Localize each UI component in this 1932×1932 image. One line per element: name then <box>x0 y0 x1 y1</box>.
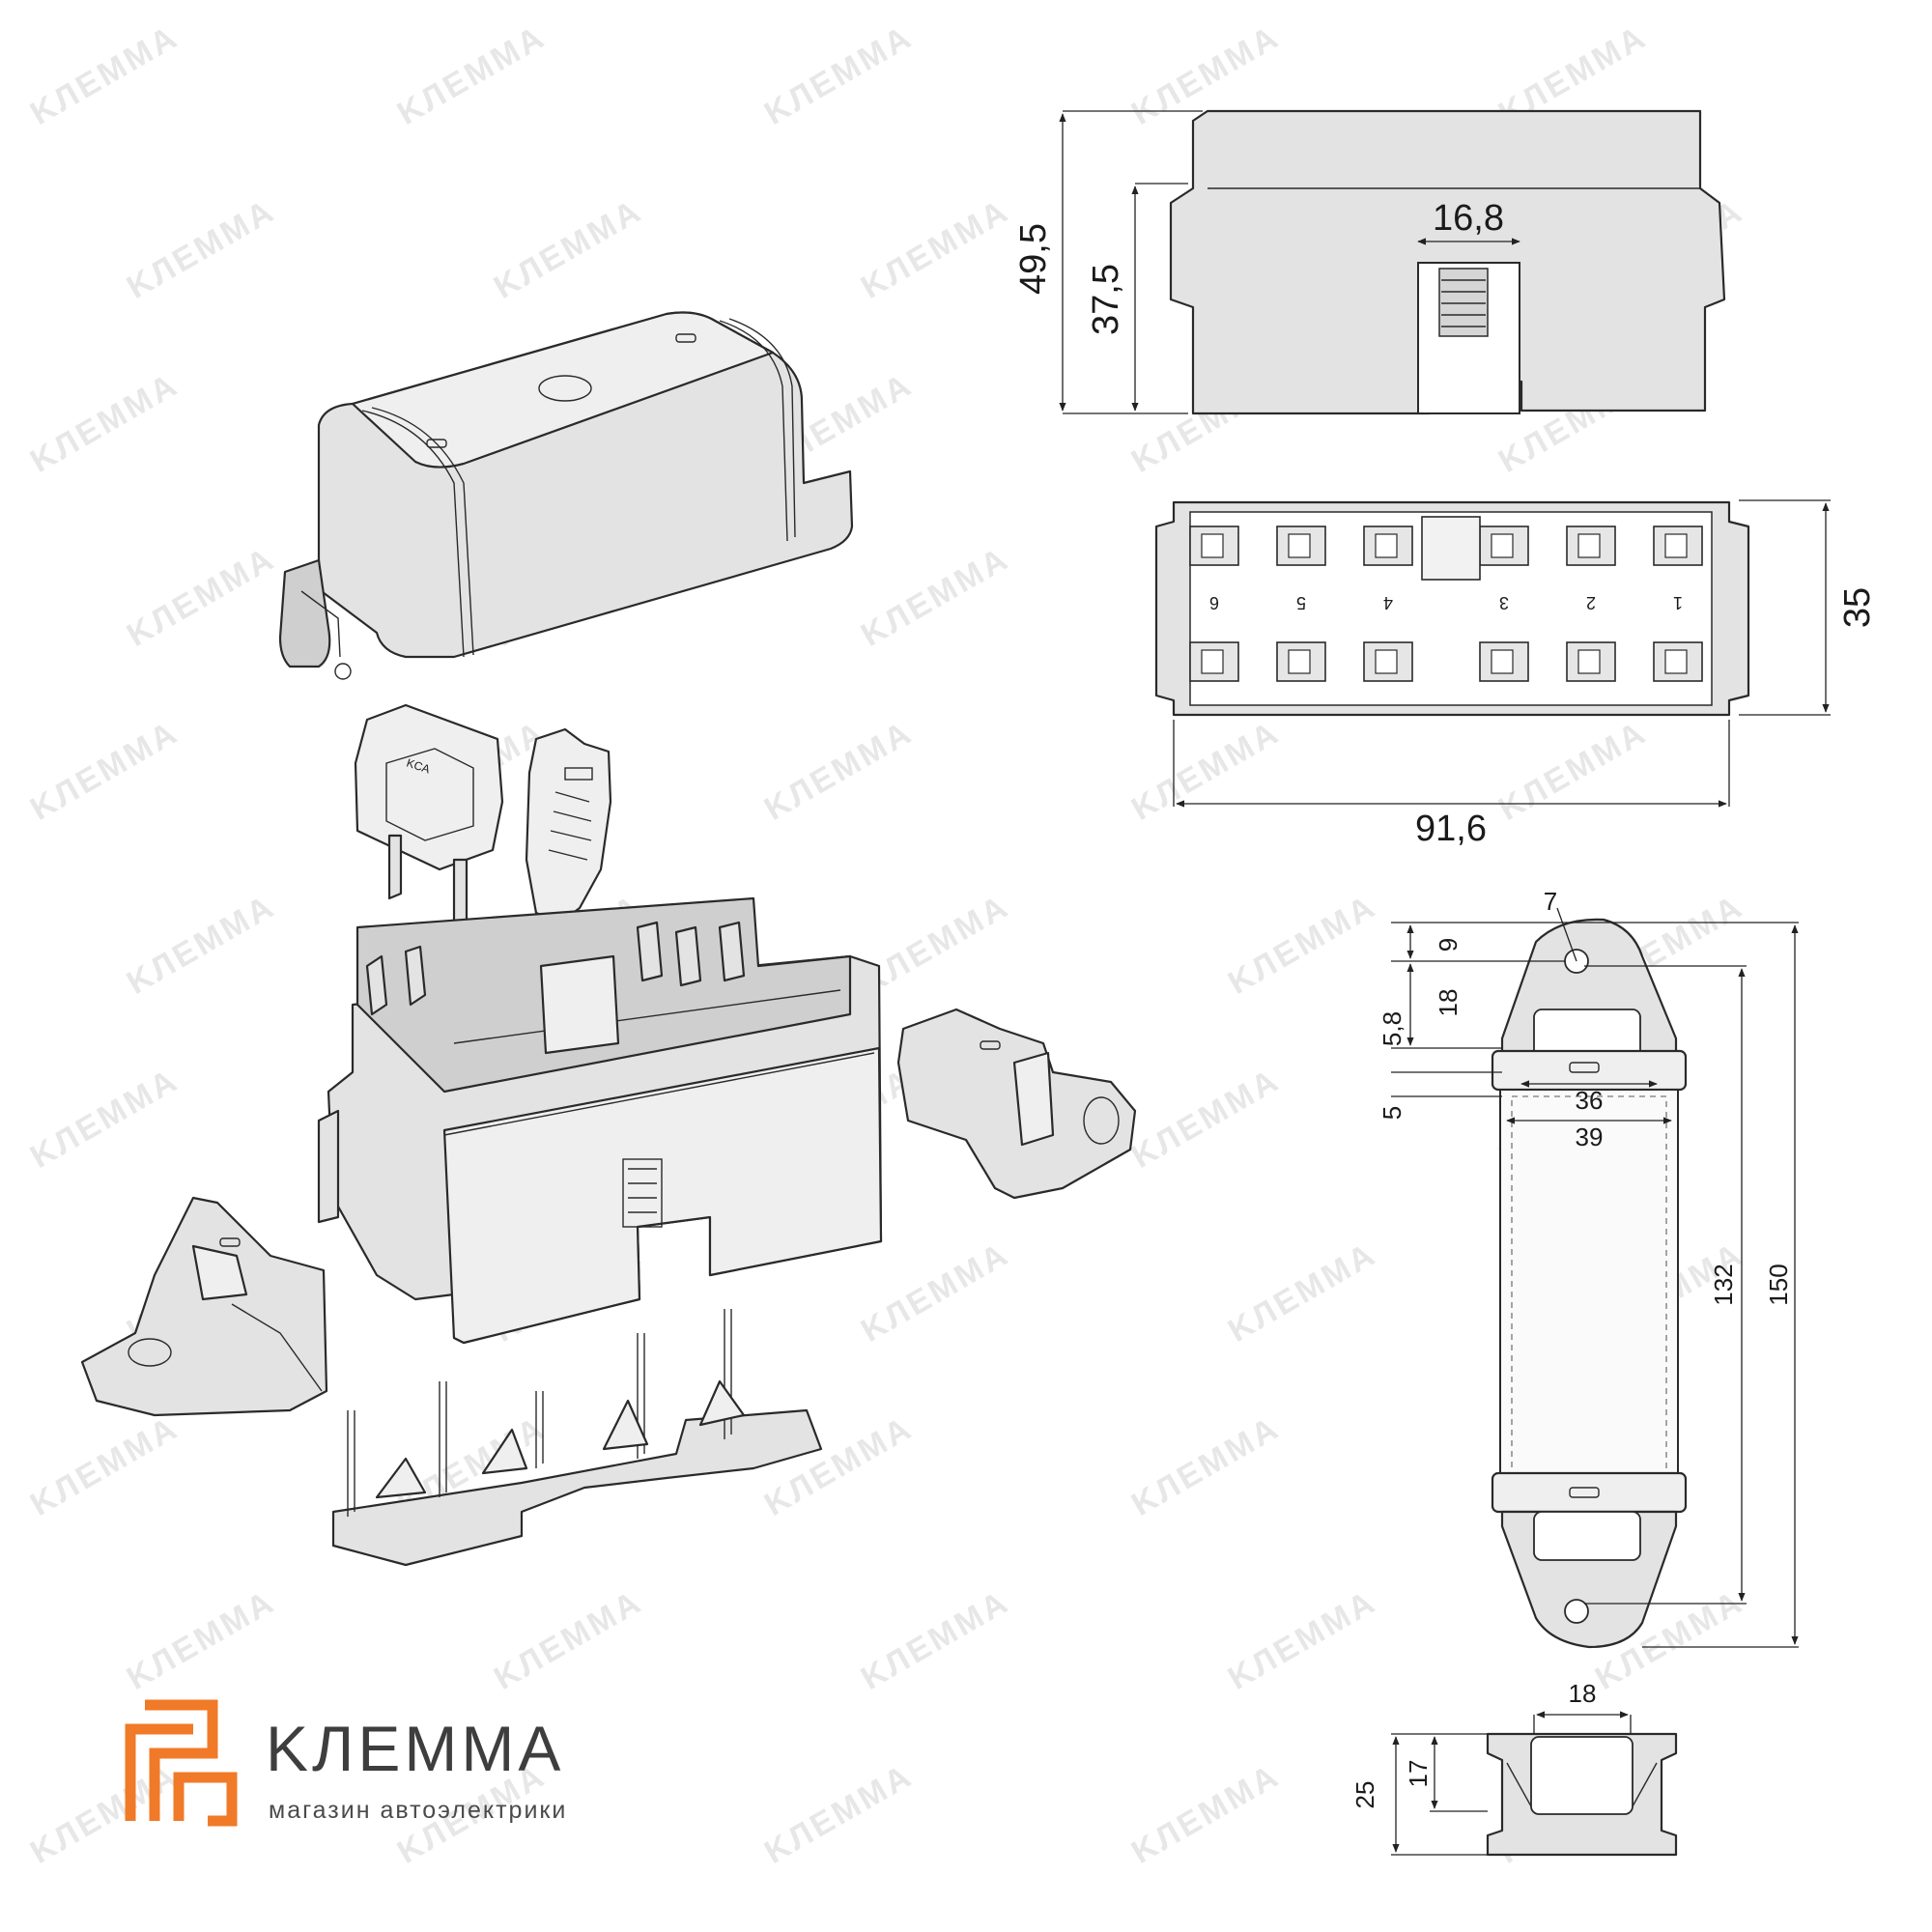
dim-height-body: 37,5 <box>1086 264 1126 335</box>
fuse-slot-contact <box>1375 649 1398 674</box>
watermark-text: KЛЕММА <box>1125 1757 1286 1871</box>
terminal-logo-icon <box>125 1699 238 1827</box>
dim-36: 36 <box>1576 1086 1604 1115</box>
watermark-text: KЛЕММА <box>1125 1062 1286 1176</box>
dim-side-18: 18 <box>1569 1679 1597 1708</box>
dim-9: 9 <box>1434 938 1463 952</box>
fuse-slot-contact <box>1664 533 1688 558</box>
fuse-slot-contact <box>1664 649 1688 674</box>
watermark-text: KЛЕММА <box>24 18 185 132</box>
fuse-slot-contact <box>1288 533 1311 558</box>
fuse-slot-contact <box>1375 533 1398 558</box>
watermark-text: KЛЕММА <box>758 714 919 828</box>
brand-name: KЛЕММА <box>266 1713 564 1784</box>
brand-tagline: магазин автоэлектрики <box>269 1797 567 1824</box>
watermark-text: KЛЕММА <box>1125 714 1286 828</box>
watermark-text: KЛЕММА <box>391 18 552 132</box>
watermark-text: KЛЕММА <box>1222 888 1382 1002</box>
watermark-text: KЛЕММА <box>855 192 1015 306</box>
dim-5: 5 <box>1378 1106 1406 1120</box>
dim-side-17: 17 <box>1404 1760 1433 1788</box>
dim-hole: 7 <box>1544 887 1557 916</box>
slot-number: 1 <box>1673 593 1683 612</box>
dim-slot-width: 16,8 <box>1433 198 1504 239</box>
watermark-text: KЛЕММА <box>855 1583 1015 1697</box>
slot-number: 5 <box>1296 593 1306 612</box>
fuse-puller <box>525 727 612 924</box>
slot-number: 3 <box>1499 593 1509 612</box>
slot-number: 4 <box>1383 593 1393 612</box>
bracket-view: 150 132 9 18 5,8 5 36 39 7 <box>1378 887 1799 1649</box>
slot-number: 2 <box>1586 593 1596 612</box>
fuse-box-cover <box>278 311 854 680</box>
top-view: 6 5 4 3 2 1 91,6 35 <box>1154 499 1878 849</box>
watermark-text: KЛЕММА <box>24 1409 185 1523</box>
maxi-fuse: KCA <box>354 703 504 947</box>
watermark-text: KЛЕММА <box>121 192 281 306</box>
fuse-box-base <box>317 896 883 1345</box>
watermark-text: KЛЕММА <box>1492 714 1653 828</box>
fuse-slot-contact <box>1201 533 1224 558</box>
center-stud-slot <box>1421 516 1481 581</box>
watermark-text: KЛЕММА <box>855 1236 1015 1350</box>
fuse-slot <box>1653 526 1703 566</box>
watermark-text: KЛЕММА <box>121 888 281 1002</box>
slot-number: 6 <box>1209 593 1219 612</box>
dim-height-total: 49,5 <box>1013 223 1054 295</box>
watermark-text: KЛЕММА <box>758 18 919 132</box>
watermark-text: KЛЕММА <box>1222 1236 1382 1350</box>
watermark-text: KЛЕММА <box>24 1062 185 1176</box>
fuse-slot-contact <box>1288 649 1311 674</box>
terminal-busbar-plate <box>331 1309 823 1567</box>
watermark-text: KЛЕММА <box>855 540 1015 654</box>
slot-number-row: 6 5 4 3 2 1 <box>1209 593 1683 612</box>
dim-39: 39 <box>1576 1122 1604 1151</box>
front-view: 49,5 37,5 16,8 <box>1013 109 1726 415</box>
watermark-text: KЛЕММА <box>24 714 185 828</box>
side-bracket-left <box>80 1196 328 1417</box>
dim-depth: 35 <box>1837 587 1878 628</box>
brand-logo: KЛЕММА магазин автоэлектрики <box>125 1699 567 1827</box>
fuse-slot-contact <box>1491 533 1514 558</box>
dim-132: 132 <box>1709 1264 1738 1305</box>
watermark-text: KЛЕММА <box>488 1583 648 1697</box>
watermark-text: KЛЕММА <box>488 192 648 306</box>
watermark-text: KЛЕММА <box>121 1583 281 1697</box>
watermark-text: KЛЕММА <box>24 366 185 480</box>
fuse-slot-contact <box>1577 649 1601 674</box>
dim-width: 91,6 <box>1415 809 1487 849</box>
fuse-slot-row <box>1189 516 1703 682</box>
watermark-text: KЛЕММА <box>24 1757 185 1871</box>
watermark-text: KЛЕММА <box>1222 1583 1382 1697</box>
dim-18: 18 <box>1434 989 1463 1017</box>
dim-150: 150 <box>1764 1264 1793 1305</box>
bracket-side-view: 18 17 25 <box>1350 1679 1678 1857</box>
watermark-text: KЛЕММА <box>1125 1409 1286 1523</box>
dim-side-25: 25 <box>1350 1781 1379 1809</box>
fuse-slot-contact <box>1201 649 1224 674</box>
dim-5-8: 5,8 <box>1378 1011 1406 1046</box>
watermark-text: KЛЕММА <box>758 1757 919 1871</box>
fuse-slot-contact <box>1577 533 1601 558</box>
side-bracket-right <box>896 1008 1137 1200</box>
exploded-assembly-view: KCA <box>80 311 1137 1567</box>
watermark-text: KЛЕММА <box>121 540 281 654</box>
fuse-slot-contact <box>1491 649 1514 674</box>
